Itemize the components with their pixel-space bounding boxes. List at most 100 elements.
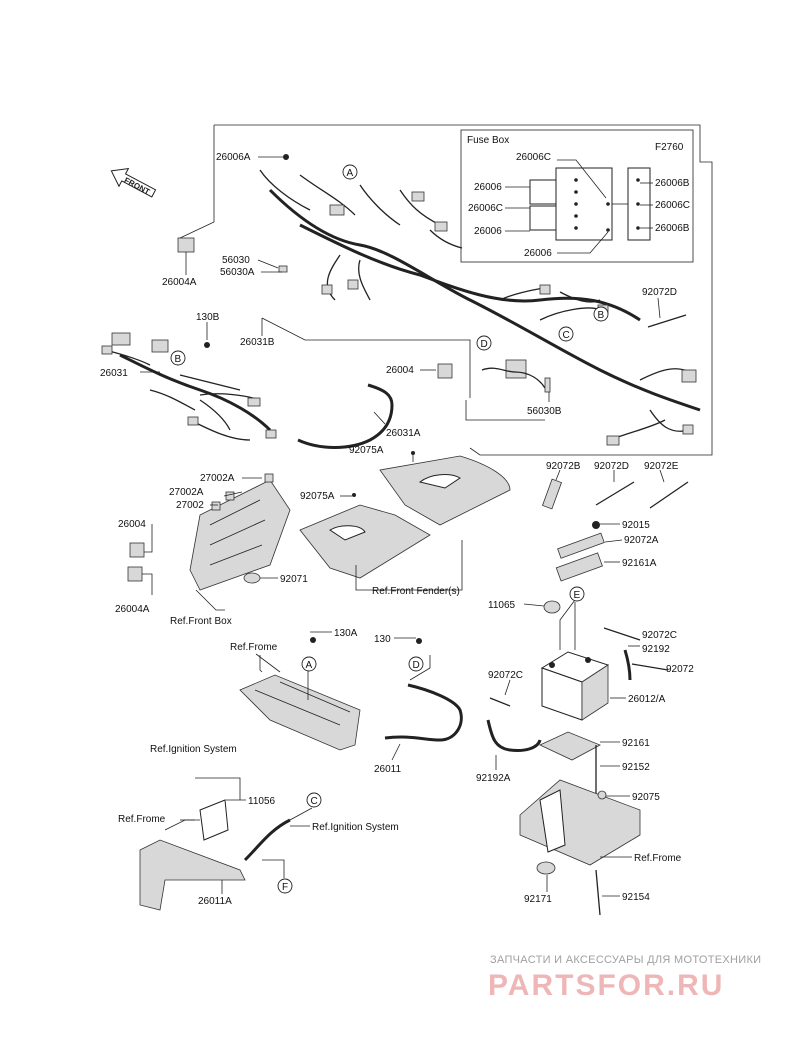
tie-92072C-left — [489, 697, 511, 707]
fuse-label-right-3: 26006B — [655, 223, 690, 234]
screw-130A — [310, 637, 316, 643]
wire-26031A — [297, 383, 394, 449]
label-92075: 92075 — [632, 792, 660, 803]
label-27002A-2: 27002A — [169, 487, 204, 498]
connector-26004A-left — [127, 566, 143, 582]
label-92192: 92192 — [642, 644, 670, 655]
label-92071: 92071 — [280, 574, 308, 585]
right-ties — [542, 478, 689, 641]
fuse-label-left-3: 26006C — [468, 203, 503, 214]
label-92161A: 92161A — [622, 558, 657, 569]
screw-130B — [204, 342, 210, 348]
ref-frame-top: Ref.Frome — [230, 642, 278, 653]
battery — [539, 651, 610, 916]
connector-frame — [465, 400, 545, 421]
label-56030B: 56030B — [527, 406, 562, 417]
label-11056: 11056 — [248, 796, 276, 807]
label-26031: 26031 — [100, 368, 128, 379]
fuse-label-right-2: 26006C — [655, 200, 690, 211]
fuse-box-title: Fuse Box — [467, 135, 509, 146]
front-arrow: FRONT — [110, 167, 157, 198]
label-130A: 130A — [334, 628, 358, 639]
callout-A-top: A — [347, 168, 354, 179]
label-27002A: 27002A — [200, 473, 235, 484]
label-92072C-left: 92072C — [488, 670, 523, 681]
watermark: ЗАПЧАСТИ И АКСЕССУАРЫ ДЛЯ МОТОТЕХНИКИ PA… — [488, 954, 761, 1002]
label-56030A: 56030A — [220, 267, 255, 278]
watermark-caption: ЗАПЧАСТИ И АКСЕССУАРЫ ДЛЯ МОТОТЕХНИКИ — [490, 954, 761, 966]
label-26011: 26011 — [374, 764, 402, 775]
screw-130 — [416, 638, 422, 644]
label-26004A-top: 26004A — [162, 277, 197, 288]
ref-frame-left: Ref.Frome — [118, 814, 166, 825]
front-box — [189, 473, 291, 611]
callout-C-lower: C — [311, 796, 318, 807]
connector-26004-left — [129, 542, 145, 558]
label-26004-left: 26004 — [118, 519, 146, 530]
callout-D-cable: D — [413, 660, 420, 671]
label-26011A: 26011A — [198, 896, 232, 907]
callout-F: F — [282, 882, 288, 893]
reference-labels: Ref.Front Fender(s) Ref.Front Box Ref.Fr… — [118, 586, 682, 864]
ref-ignition-top: Ref.Ignition System — [150, 744, 237, 755]
label-92072C-right: 92072C — [642, 630, 677, 641]
cable-26011 — [384, 683, 463, 742]
callout-E: E — [574, 590, 581, 601]
callout-B-right: B — [598, 310, 605, 321]
cable-92192 — [623, 649, 632, 681]
fuse-label-left-2: 26006 — [474, 182, 502, 193]
tie-92072D-top — [647, 314, 687, 328]
label-92152: 92152 — [622, 762, 650, 773]
frame-lower — [139, 777, 291, 911]
label-56030: 56030 — [222, 255, 250, 266]
label-26031A: 26031A — [386, 428, 421, 439]
fuse-box-frame — [460, 129, 694, 263]
fuse-label-right-1: 26006B — [655, 178, 690, 189]
label-92072A: 92072A — [624, 535, 659, 546]
label-26031B: 26031B — [240, 337, 275, 348]
front-arrow-label: FRONT — [123, 176, 152, 197]
fuse-label-left-4: 26006 — [474, 226, 502, 237]
label-92072B: 92072B — [546, 461, 581, 472]
diagram-code: F2760 — [655, 142, 684, 153]
label-92075A-top: 92075A — [349, 445, 384, 456]
fuse-56030B — [544, 377, 551, 393]
label-92072D-top: 92072D — [642, 287, 677, 298]
tie-92072 — [631, 663, 669, 671]
harness-section: Fuse Box F2760 26006C 26006 26006C 26006… — [179, 124, 713, 456]
ref-front-fender: Ref.Front Fender(s) — [372, 586, 460, 597]
label-26012A: 26012/A — [628, 694, 666, 705]
connector-26004-mid — [437, 363, 453, 379]
label-130B: 130B — [196, 312, 220, 323]
fuse-label-left-5: 26006 — [524, 248, 552, 259]
label-92015: 92015 — [622, 520, 650, 531]
label-130: 130 — [374, 634, 391, 645]
watermark-brand: PARTSFOR.RU — [488, 969, 724, 1002]
battery-tray — [519, 779, 641, 875]
label-92075A-left: 92075A — [300, 491, 335, 502]
fuse-label-left-1: 26006C — [516, 152, 551, 163]
frame-upper — [239, 653, 361, 751]
leader-lines — [140, 156, 665, 897]
fuse-block — [529, 167, 651, 241]
label-27002: 27002 — [176, 500, 204, 511]
label-92161: 92161 — [622, 738, 650, 749]
main-harness — [259, 169, 701, 446]
connector-26004A-top — [177, 237, 195, 253]
callout-D-top: D — [481, 339, 488, 350]
label-92072: 92072 — [666, 664, 694, 675]
label-92072E: 92072E — [644, 461, 679, 472]
ref-ignition-right: Ref.Ignition System — [312, 822, 399, 833]
ref-frame-right: Ref.Frome — [634, 853, 682, 864]
label-26006A: 26006A — [216, 152, 251, 163]
harness-frame-left — [179, 125, 215, 239]
callouts: A B B C D E A D C F — [170, 164, 609, 894]
label-92171: 92171 — [524, 894, 552, 905]
label-92192A: 92192A — [476, 773, 511, 784]
label-92154: 92154 — [622, 892, 650, 903]
callout-B-left: B — [175, 354, 182, 365]
label-92072D: 92072D — [594, 461, 629, 472]
ref-front-box: Ref.Front Box — [170, 616, 232, 627]
callout-A-frame: A — [306, 660, 313, 671]
